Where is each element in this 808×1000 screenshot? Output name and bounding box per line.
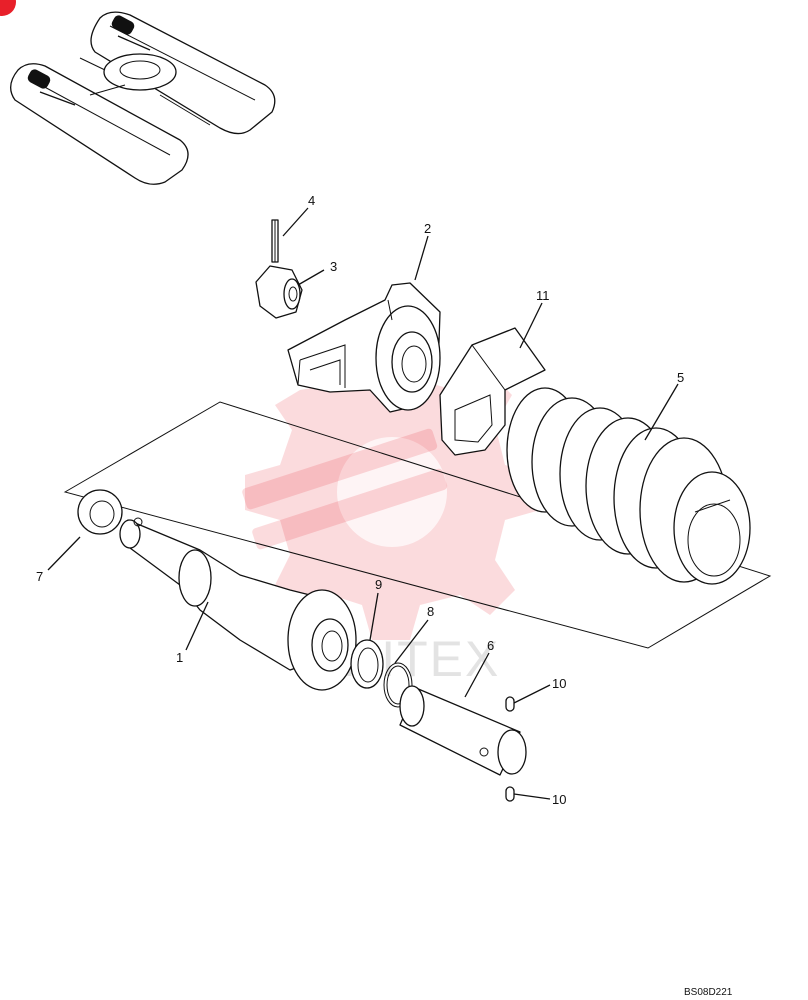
part-1-shaft <box>119 517 357 691</box>
assembly-outline <box>63 401 772 649</box>
part-11-plate <box>439 327 546 456</box>
part-5-spring <box>506 387 751 585</box>
drawing-code: BS08D221 <box>684 987 733 998</box>
callout-4: 4 <box>308 193 315 208</box>
part-2-bracket <box>287 282 441 413</box>
part-6-pin <box>399 685 527 776</box>
callout-6: 6 <box>487 638 494 653</box>
callout-11: 11 <box>536 288 550 303</box>
callout-5: 5 <box>677 370 684 385</box>
part-7-bushing <box>77 489 123 535</box>
callout-8: 8 <box>427 604 434 619</box>
callout-10-bottom: 10 <box>552 792 566 807</box>
callout-3: 3 <box>330 259 337 274</box>
part-9-ring <box>350 639 384 689</box>
corner-marker <box>0 0 16 16</box>
leader-lines <box>47 207 679 800</box>
callout-1: 1 <box>176 650 183 665</box>
callout-10-top: 10 <box>552 676 566 691</box>
callout-7: 7 <box>36 569 43 584</box>
undercarriage-thumbnail <box>10 11 276 185</box>
part-4-pin <box>271 219 279 263</box>
part-8-oring <box>383 662 413 708</box>
part-3-nut <box>255 265 303 319</box>
callout-2: 2 <box>424 221 431 236</box>
callout-labels: 4 3 2 11 5 7 1 9 8 6 10 10 <box>36 193 684 807</box>
part-10-pins <box>505 696 515 802</box>
callout-9: 9 <box>375 577 382 592</box>
